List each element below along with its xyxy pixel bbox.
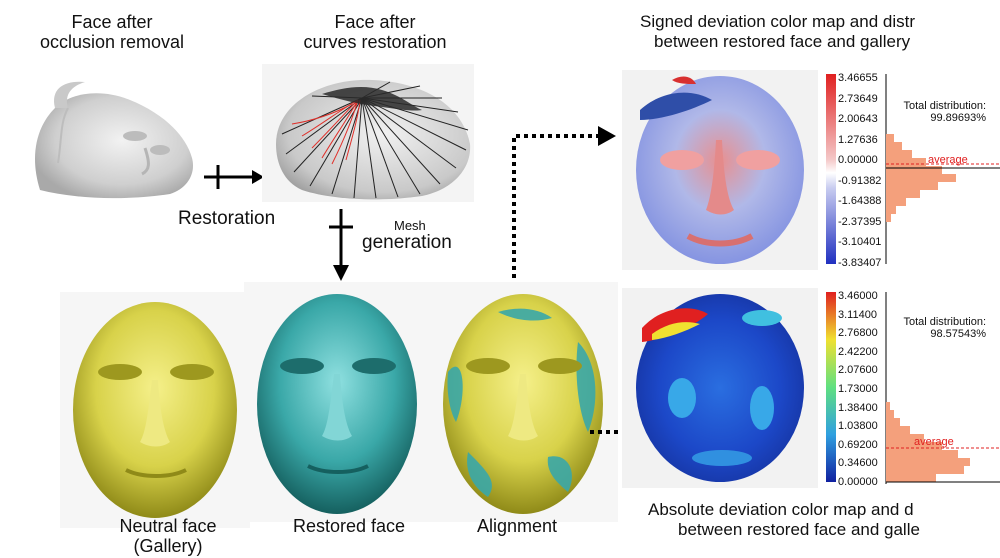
curves-restored-face-image xyxy=(262,64,474,202)
alignment-face-image xyxy=(428,282,618,522)
occlusion-removed-face-image xyxy=(10,78,200,200)
caption-neutral-face: Neutral face (Gallery) xyxy=(88,516,248,556)
absolute-deviation-map-image xyxy=(622,288,818,488)
caption-restored-face: Restored face xyxy=(274,516,424,536)
colorbar-tick-label: 1.27636 xyxy=(838,135,878,146)
caption-occlusion-removed-line2: occlusion removal xyxy=(22,32,202,52)
signed-colorbar xyxy=(826,74,836,264)
restoration-label: Restoration xyxy=(178,208,275,230)
caption-signed-line2: between restored face and gallery xyxy=(640,32,1000,52)
signed-deviation-map-image xyxy=(622,70,818,270)
mesh-label-small: Mesh xyxy=(394,218,426,233)
restoration-arrow xyxy=(198,162,266,192)
caption-occlusion-removed-line1: Face after xyxy=(22,12,202,32)
restored-face-image xyxy=(244,282,430,522)
colorbar-tick-label: 3.11400 xyxy=(838,310,877,321)
caption-curves-restored: Face after curves restoration xyxy=(265,12,485,52)
neutral-gallery-face-image xyxy=(60,292,250,528)
caption-signed-map: Signed deviation color map and distr bet… xyxy=(640,12,1000,52)
colorbar-tick-label: -3.83407 xyxy=(838,258,881,269)
caption-curves-restored-line2: curves restoration xyxy=(265,32,485,52)
caption-absolute-line1: Absolute deviation color map and d xyxy=(648,500,1000,520)
absolute-distribution-value: 98.57543% xyxy=(892,328,986,340)
absolute-average-label: average xyxy=(914,436,954,448)
caption-alignment: Alignment xyxy=(452,516,582,536)
signed-average-label: average xyxy=(928,154,968,166)
colorbar-tick-label: 2.00643 xyxy=(838,114,878,125)
absolute-distribution-label: Total distribution: xyxy=(892,316,986,328)
colorbar-tick-label: 1.03800 xyxy=(838,421,878,432)
colorbar-tick-label: 2.07600 xyxy=(838,365,878,376)
colorbar-tick-label: -1.64388 xyxy=(838,196,881,207)
mesh-label-large: generation xyxy=(362,232,452,254)
colorbar-tick-label: 0.34600 xyxy=(838,458,878,469)
caption-neutral-line1: Neutral face xyxy=(88,516,248,536)
colorbar-tick-label: 0.00000 xyxy=(838,155,878,166)
colorbar-tick-label: 2.42200 xyxy=(838,347,878,358)
absolute-distribution: Total distribution: 98.57543% xyxy=(892,316,986,340)
colorbar-tick-label: -3.10401 xyxy=(838,237,881,248)
signed-distribution-value: 99.89693% xyxy=(892,112,986,124)
mesh-generation-arrow xyxy=(325,205,357,285)
caption-absolute-map: Absolute deviation color map and d betwe… xyxy=(648,500,1000,540)
colorbar-tick-label: 3.46000 xyxy=(838,291,878,302)
caption-absolute-line2: between restored face and galle xyxy=(648,520,1000,540)
signed-distribution: Total distribution: 99.89693% xyxy=(892,100,986,124)
absolute-colorbar xyxy=(826,292,836,482)
caption-neutral-line2: (Gallery) xyxy=(88,536,248,556)
dotted-arrow-to-signed-map xyxy=(502,118,620,280)
caption-signed-line1: Signed deviation color map and distr xyxy=(640,12,1000,32)
caption-occlusion-removed: Face after occlusion removal xyxy=(22,12,202,52)
colorbar-tick-label: 1.73000 xyxy=(838,384,878,395)
colorbar-tick-label: -2.37395 xyxy=(838,217,881,228)
colorbar-tick-label: 0.00000 xyxy=(838,477,878,488)
colorbar-tick-label: 0.69200 xyxy=(838,440,878,451)
caption-curves-restored-line1: Face after xyxy=(265,12,485,32)
signed-distribution-label: Total distribution: xyxy=(892,100,986,112)
colorbar-tick-label: -0.91382 xyxy=(838,176,881,187)
colorbar-tick-label: 3.46655 xyxy=(838,73,878,84)
colorbar-tick-label: 2.73649 xyxy=(838,94,878,105)
colorbar-tick-label: 1.38400 xyxy=(838,403,878,414)
colorbar-tick-label: 2.76800 xyxy=(838,328,878,339)
